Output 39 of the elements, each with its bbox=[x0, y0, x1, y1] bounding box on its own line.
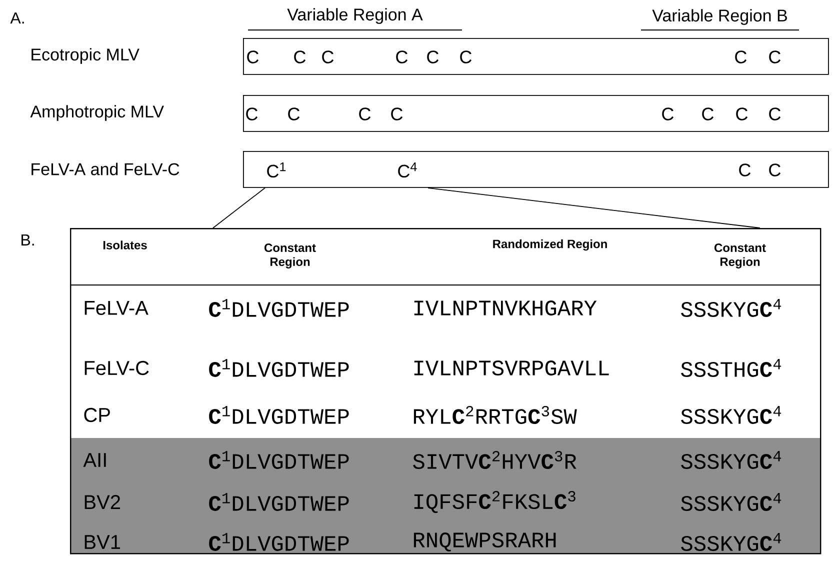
sequence-text: SSSTHGC$^{4}$ bbox=[681, 359, 782, 377]
panel-letter: A. bbox=[10, 12, 24, 24]
sequence-text: SSSKYGC$^{4}$ bbox=[681, 406, 782, 424]
isolate-name: BV1 bbox=[84, 535, 120, 549]
table-frame bbox=[70, 228, 822, 554]
sequence-text: IVLNPTSVRPGAVLL bbox=[414, 360, 609, 376]
zoom-line bbox=[212, 187, 266, 228]
isolate-name: BV2 bbox=[84, 495, 120, 509]
sequence-text: C$^{1}$DLVGDTWEP bbox=[209, 493, 349, 511]
column-header: Constant Region bbox=[714, 244, 766, 268]
column-header: Constant Region bbox=[264, 244, 316, 268]
sequence-text: SSSKYGC$^{4}$ bbox=[681, 299, 782, 317]
zoom-line bbox=[428, 187, 760, 228]
isolate-name: FeLV-C bbox=[84, 360, 149, 376]
sequence-text: IQFSFC$^{2}$FKSLC$^{3}$ bbox=[414, 491, 576, 513]
protein-bar: C C C C C C C C bbox=[243, 38, 829, 75]
column-header: Isolates bbox=[103, 240, 147, 250]
protein-bar: C$^{1}$ C$^{4}$ C C bbox=[243, 151, 829, 188]
sequence-text: C$^{1}$DLVGDTWEP bbox=[209, 359, 349, 377]
sequence-text: SSSKYGC$^{4}$ bbox=[681, 493, 782, 511]
isolate-name: CP bbox=[84, 408, 110, 422]
sequence-text: SIVTVC$^{2}$HYVC$^{3}$R bbox=[413, 450, 576, 470]
row-label: FeLV-A and FeLV-C bbox=[32, 162, 180, 176]
sequence-text: C$^{1}$DLVGDTWEP bbox=[209, 533, 349, 551]
isolate-name: AII bbox=[83, 453, 106, 467]
sequence-text: SSSKYGC$^{4}$ bbox=[681, 451, 782, 469]
sequence-text: RYLC$^{2}$RRTGC$^{3}$SW bbox=[414, 406, 577, 424]
panel-letter: B. bbox=[22, 234, 34, 246]
sequence-text: C$^{1}$DLVGDTWEP bbox=[209, 299, 349, 317]
sequence-text: SSSKYGC$^{4}$ bbox=[681, 533, 782, 551]
sequence-text: RNQEWPSRARH bbox=[414, 532, 556, 552]
isolate-name: FeLV-A bbox=[84, 301, 148, 315]
sequence-text: C$^{1}$DLVGDTWEP bbox=[209, 406, 349, 424]
sequence-text: C$^{1}$DLVGDTWEP bbox=[209, 451, 349, 469]
row-label: Amphotropic MLV bbox=[30, 105, 164, 121]
sequence-text: IVLNPTNVKHGARY bbox=[414, 300, 597, 316]
column-header: Randomized Region bbox=[493, 239, 607, 251]
protein-bar: C C C C C C C C bbox=[243, 95, 829, 132]
row-label: Ecotropic MLV bbox=[32, 48, 140, 64]
